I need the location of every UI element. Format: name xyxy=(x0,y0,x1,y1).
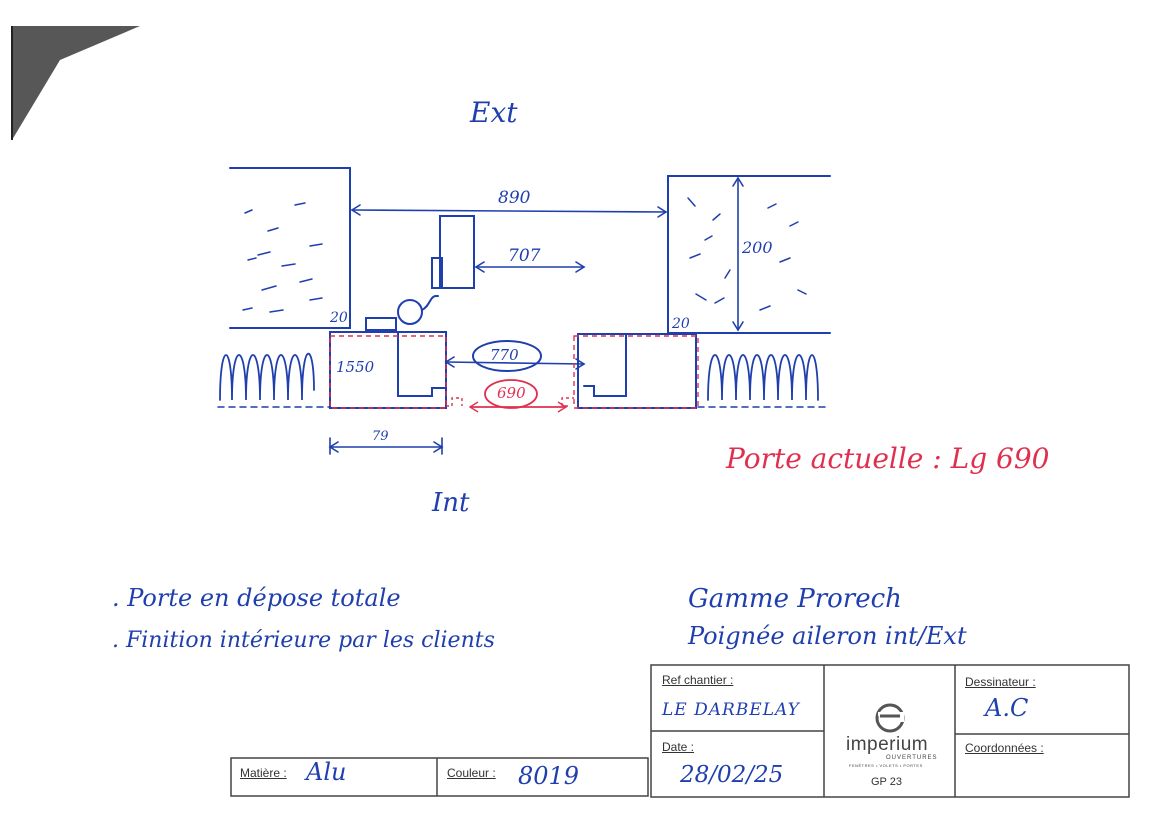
right-wall-hatch xyxy=(687,197,807,311)
color-label: Couleur : xyxy=(447,766,496,780)
title-block-frames xyxy=(230,664,1130,798)
int-label: Int xyxy=(432,488,470,518)
dim-bottom-label: 79 xyxy=(372,429,389,444)
hinge xyxy=(397,299,423,325)
dimension-lines xyxy=(328,176,744,455)
dim-passage-label: 770 xyxy=(490,346,519,364)
left-frame-rebate xyxy=(397,331,447,397)
passage-oval xyxy=(472,340,542,372)
ref-label: Ref chantier : xyxy=(662,673,734,687)
right-insulation xyxy=(707,354,819,401)
current-door-overlay xyxy=(329,335,699,413)
note-right-2: Poignée aileron int/Ext xyxy=(688,622,967,650)
ext-label: Ext xyxy=(470,96,518,129)
date-label: Date : xyxy=(662,740,695,754)
material-label: Matière : xyxy=(240,766,287,780)
door-leaf xyxy=(439,215,475,289)
leaf-handle xyxy=(431,257,443,289)
note-left-2: . Finition intérieure par les clients xyxy=(112,628,495,653)
dim-current-door-label: 690 xyxy=(497,384,526,402)
logo-sub: OUVERTURES xyxy=(886,755,938,761)
color-value: 8019 xyxy=(518,762,580,790)
dim-leaf-label: 707 xyxy=(508,246,541,266)
left-insulation xyxy=(219,352,315,401)
section-sketch xyxy=(217,167,831,455)
contact-label: Coordonnées : xyxy=(965,741,1044,755)
logo-code: GP 23 xyxy=(871,776,902,788)
drafter-label: Dessinateur : xyxy=(965,675,1036,689)
leaf-arm xyxy=(421,295,439,311)
dim-right-gap-label: 20 xyxy=(672,316,690,332)
drafter-value: A.C xyxy=(985,694,1029,722)
dim-depth-label: 200 xyxy=(742,238,773,257)
logo-mark xyxy=(875,703,905,733)
ref-value: LE DARBELAY xyxy=(662,700,800,720)
note-left-1: . Porte en dépose totale xyxy=(112,584,401,612)
logo-tagline: FENÊTRES • VOLETS • PORTES xyxy=(849,763,923,768)
material-value: Alu xyxy=(306,758,347,786)
dim-opening-label: 890 xyxy=(498,188,531,208)
material-frame xyxy=(230,757,649,797)
note-right-1: Gamme Prorech xyxy=(688,584,902,614)
scan-shadow xyxy=(12,26,140,140)
left-wall-hatch xyxy=(242,202,323,313)
date-value: 28/02/25 xyxy=(680,762,784,788)
left-wall xyxy=(229,167,351,329)
right-frame-rebate xyxy=(583,333,627,397)
dim-sill-label: 1550 xyxy=(336,358,375,376)
dim-left-gap-label: 20 xyxy=(330,310,348,326)
logo-text: imperium xyxy=(846,734,929,755)
current-door-note: Porte actuelle : Lg 690 xyxy=(726,442,1050,475)
seal xyxy=(365,317,397,331)
right-wall xyxy=(667,175,831,334)
